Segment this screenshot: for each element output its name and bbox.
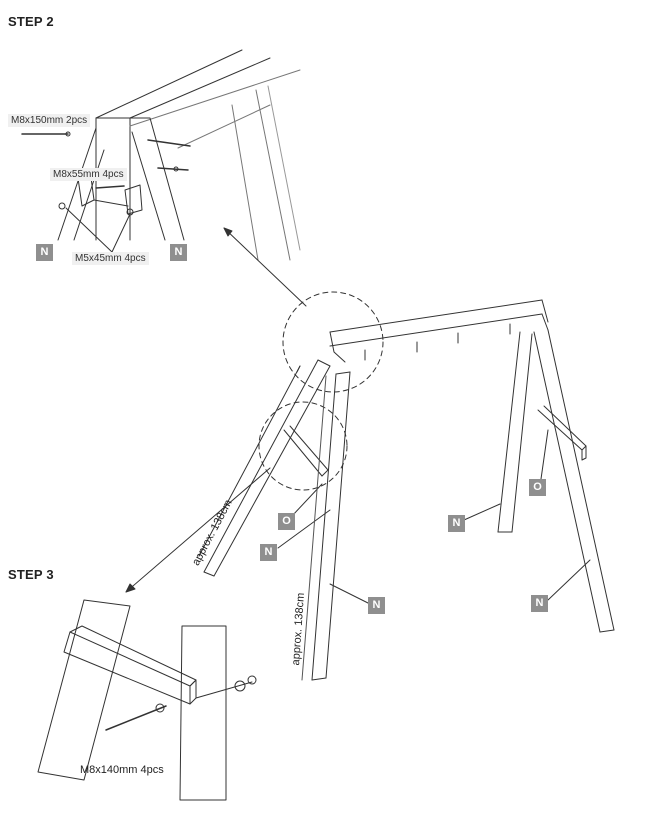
step2-detail	[21, 49, 301, 261]
tag-n-left: N	[260, 544, 277, 561]
bolt-m8x150-label: M8x150mm 2pcs	[8, 114, 91, 127]
swing-frame	[198, 299, 615, 681]
tag-n-step2-left: N	[36, 244, 53, 261]
tag-n-right-front: N	[448, 515, 465, 532]
tag-o-left: O	[278, 513, 295, 530]
bolt-m5x45-label: M5x45mm 4pcs	[72, 252, 149, 265]
tag-n-right-back: N	[531, 595, 548, 612]
step3-detail	[37, 599, 257, 801]
tag-o-right: O	[529, 479, 546, 496]
bolt-m8x140-label: M8x140mm 4pcs	[80, 764, 164, 776]
tag-n-middle: N	[368, 597, 385, 614]
bolt-m8x55-label: M8x55mm 4pcs	[50, 168, 127, 181]
tag-n-step2-right: N	[170, 244, 187, 261]
step-3-title: STEP 3	[8, 567, 54, 582]
step-2-title: STEP 2	[8, 14, 54, 29]
